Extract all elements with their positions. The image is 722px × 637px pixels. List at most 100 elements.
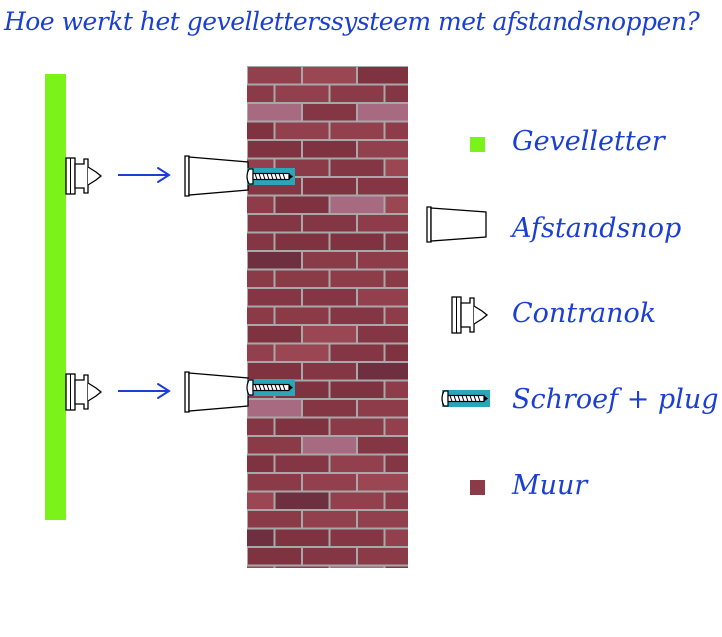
brick — [275, 307, 329, 324]
brick — [166, 308, 219, 325]
brick — [358, 252, 408, 269]
brick — [248, 548, 301, 565]
brick — [330, 566, 384, 568]
brick — [413, 178, 466, 195]
brick — [358, 511, 408, 528]
brick — [248, 289, 301, 306]
brick — [275, 455, 329, 472]
brick — [358, 363, 408, 380]
brick — [330, 196, 384, 213]
brick — [248, 326, 301, 343]
brick — [413, 252, 466, 269]
legend-label: Afstandsnop — [509, 213, 681, 244]
brick — [330, 344, 384, 361]
brick — [413, 474, 466, 491]
brick — [166, 493, 219, 510]
brick — [358, 548, 408, 565]
brick — [330, 418, 384, 435]
brick — [385, 529, 408, 546]
brick — [330, 85, 384, 102]
brick — [275, 270, 329, 287]
brick — [247, 270, 274, 287]
brick — [247, 122, 274, 139]
legend-label: Contranok — [512, 298, 656, 329]
brick — [385, 418, 408, 435]
facade-letter-bar — [45, 74, 66, 520]
legend-label: Muur — [511, 470, 589, 501]
brick — [413, 511, 466, 528]
brick — [166, 419, 219, 436]
spacer-stud-bottom — [184, 371, 249, 413]
legend-item-schroef-plug: Schroef + plug — [441, 384, 719, 415]
brick — [413, 548, 466, 565]
legend-item-afstandsnop: Afstandsnop — [426, 206, 681, 244]
brick — [275, 418, 329, 435]
brick — [303, 67, 356, 84]
brick — [166, 456, 219, 473]
brick — [358, 326, 408, 343]
brick-wall — [166, 66, 466, 568]
brick — [385, 566, 408, 568]
screw-plug-bottom — [246, 379, 295, 396]
spacer-stud-icon — [426, 206, 487, 243]
spacer-stud-top — [184, 155, 249, 197]
brick — [330, 492, 384, 509]
brick — [330, 122, 384, 139]
brick — [385, 122, 408, 139]
brick — [193, 104, 246, 121]
brick — [385, 381, 408, 398]
brick — [275, 233, 329, 250]
brick — [247, 529, 274, 546]
brick — [247, 566, 274, 568]
brick — [193, 326, 246, 343]
brick — [248, 104, 301, 121]
brick — [303, 326, 356, 343]
brick — [248, 511, 301, 528]
brick — [247, 196, 274, 213]
brick — [166, 234, 219, 251]
brick — [247, 344, 274, 361]
brick — [275, 196, 329, 213]
brick — [358, 104, 408, 121]
brick — [166, 271, 219, 288]
brick — [193, 252, 246, 269]
legend-item-muur: Muur — [470, 470, 589, 501]
brick — [385, 270, 408, 287]
brick — [275, 529, 329, 546]
brick — [275, 566, 329, 568]
brick — [166, 123, 219, 140]
brick — [358, 67, 408, 84]
brick — [303, 474, 356, 491]
brick — [385, 159, 408, 176]
diagram-title: Hoe werkt het gevelletterssysteem met af… — [3, 7, 700, 36]
brick — [248, 437, 301, 454]
brick — [303, 252, 356, 269]
brick — [303, 289, 356, 306]
screw-plug-icon — [441, 390, 490, 407]
brick — [385, 492, 408, 509]
brick — [275, 122, 329, 139]
brick — [303, 437, 356, 454]
brick — [247, 455, 274, 472]
wall-square-icon — [470, 480, 485, 495]
brick — [247, 418, 274, 435]
brick — [358, 474, 408, 491]
brick — [303, 400, 356, 417]
brick — [413, 141, 466, 158]
brick — [385, 307, 408, 324]
legend-item-contranok: Contranok — [451, 296, 656, 334]
brick — [248, 141, 301, 158]
brick — [303, 141, 356, 158]
brick — [330, 381, 384, 398]
brick — [330, 455, 384, 472]
brick — [358, 215, 408, 232]
assembly-bottom — [65, 371, 295, 413]
brick — [248, 474, 301, 491]
brick — [358, 141, 408, 158]
brick — [193, 437, 246, 454]
counter-nut-bottom — [65, 373, 103, 411]
brick — [303, 511, 356, 528]
brick — [166, 86, 219, 103]
brick — [193, 215, 246, 232]
brick — [166, 530, 219, 547]
